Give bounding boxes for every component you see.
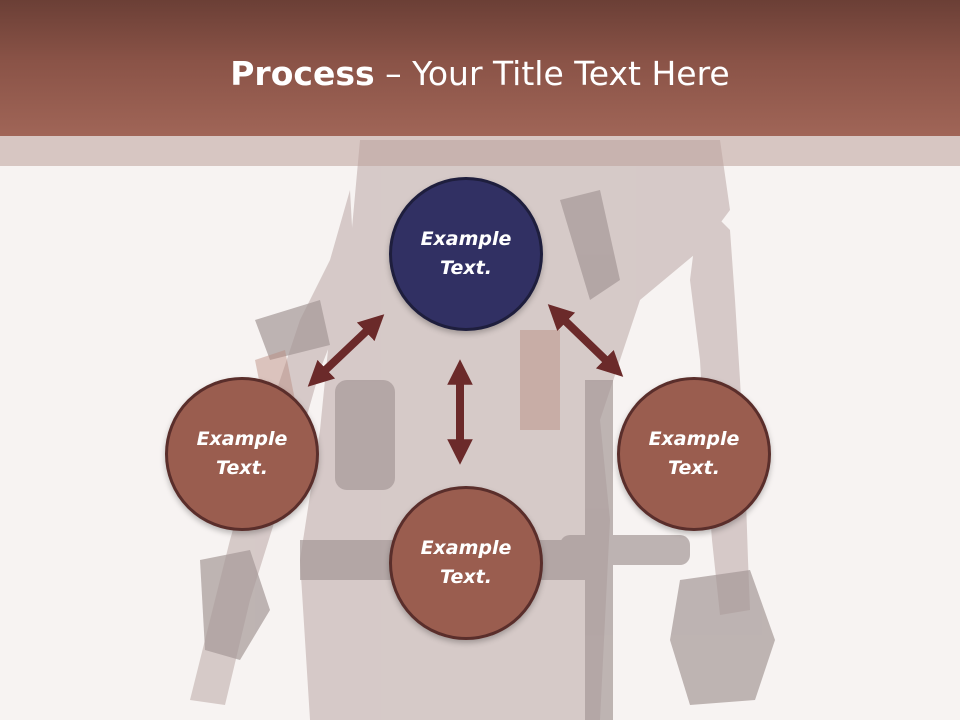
node-bottom-line1: Example <box>420 537 512 559</box>
node-right-line2: Text. <box>668 457 720 479</box>
node-right-line1: Example <box>648 428 740 450</box>
arrow-top-left <box>307 314 385 387</box>
node-bottom-line2: Text. <box>440 566 492 588</box>
arrow-top-right <box>547 304 624 377</box>
title-bar <box>0 0 960 136</box>
slide-title[interactable]: Process – Your Title Text Here <box>0 52 960 96</box>
node-left-line1: Example <box>196 428 288 450</box>
node-left-line2: Text. <box>216 457 268 479</box>
title-rest-part: – Your Title Text Here <box>374 54 730 93</box>
title-accent-band <box>0 136 960 166</box>
node-top-line2: Text. <box>440 257 492 279</box>
node-top-line1: Example <box>420 228 512 250</box>
title-bold-part: Process <box>230 54 375 93</box>
